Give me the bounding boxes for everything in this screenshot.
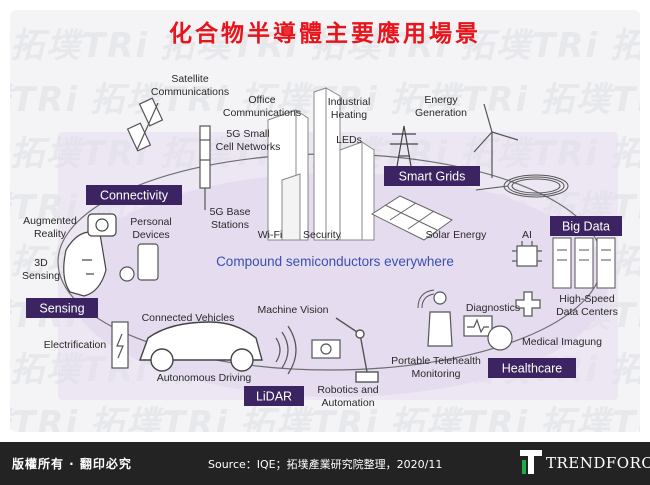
power-tower-icon xyxy=(390,125,418,173)
hpdc-label-2: Data Centers xyxy=(556,306,618,318)
ar-glasses-icon xyxy=(87,213,117,237)
watermark-text: 拓墣TRi xyxy=(540,80,640,120)
smart-grids-label: Smart Grids xyxy=(399,170,466,184)
small-cell-label-1: 5G Small xyxy=(226,128,269,140)
robotics-label-2: Automation xyxy=(321,397,374,409)
doctor-icon xyxy=(427,291,453,347)
radar-icon xyxy=(417,289,435,309)
watermark-text: 拓墣TRi xyxy=(10,404,80,432)
leds-label: LEDs xyxy=(336,134,362,146)
smart-grids-box xyxy=(384,166,480,186)
watermark-text: 拓墣TRi xyxy=(10,26,150,66)
small-cell-label-2: Cell Networks xyxy=(216,141,281,153)
machine-vision-label: Machine Vision xyxy=(257,304,328,316)
base-station-label-1: 5G Base xyxy=(210,206,251,218)
car-icon xyxy=(139,321,263,372)
footer-bar: 版權所有 · 翻印必究 Source：IQE；拓墣產業研究院整理，2020/11… xyxy=(0,442,650,485)
industrial-label-1: Industrial xyxy=(328,96,371,108)
watermark-text: 拓墣TRi xyxy=(460,26,600,66)
trendforce-logo-text: TRENDFORCE xyxy=(546,454,650,472)
watermark-text: 拓墣TRi xyxy=(240,80,380,120)
personal-devices-label-2: Devices xyxy=(132,229,169,241)
robot-arm-icon xyxy=(335,317,379,383)
solar-label: Solar Energy xyxy=(426,229,487,241)
watermark-text: 拓墣TRi xyxy=(90,404,230,432)
watch-icon xyxy=(119,266,135,282)
watermark-text: 拓墣TRi xyxy=(390,80,530,120)
industrial-label-2: Heating xyxy=(331,109,367,121)
watermark-text: 拓墣TRi xyxy=(610,18,640,67)
watermark-text: 拓墣TRi xyxy=(240,404,380,432)
lidar-waves-icon xyxy=(275,325,297,375)
face-icon xyxy=(63,231,107,297)
sensing-3d-label-1: 3D xyxy=(34,257,48,269)
healthcare-label: Healthcare xyxy=(502,362,562,376)
charger-icon xyxy=(111,321,129,369)
lidar-label: LiDAR xyxy=(256,390,292,404)
fiber-coil-icon xyxy=(475,174,569,198)
camera-icon xyxy=(311,339,341,359)
healthcare-box xyxy=(488,358,576,378)
wifi-label: Wi-Fi xyxy=(258,229,283,241)
connected-vehicles-label: Connected Vehicles xyxy=(142,312,235,324)
sensing-3d-label-2: Sensing xyxy=(22,270,60,282)
connectivity-label: Connectivity xyxy=(100,189,169,203)
phone-icon xyxy=(137,243,159,281)
watermark-text: 拓墣TRi xyxy=(540,404,640,432)
personal-devices-label-1: Personal xyxy=(130,216,171,228)
watermark-text: 拓墣TRi xyxy=(160,26,300,66)
ar-label-2: Reality xyxy=(34,228,67,240)
ai-chip-icon xyxy=(512,241,542,267)
telehealth-label-2: Monitoring xyxy=(411,368,460,380)
center-text: Compound semiconductors everywhere xyxy=(216,254,454,269)
cross-icon xyxy=(515,291,541,317)
office-label-1: Office xyxy=(248,94,275,106)
satellite-label-1: Satellite xyxy=(171,73,209,85)
security-label: Security xyxy=(303,229,342,241)
medical-scanner-icon xyxy=(487,325,513,351)
sensing-label: Sensing xyxy=(39,302,84,316)
watermark-text: 拓墣TRi xyxy=(390,404,530,432)
monitor-icon xyxy=(463,315,493,337)
connectivity-box xyxy=(86,185,182,205)
autonomous-driving-label: Autonomous Driving xyxy=(157,372,252,384)
electrification-label: Electrification xyxy=(44,339,107,351)
trendforce-logo-icon xyxy=(520,450,542,474)
office-label-2: Communications xyxy=(223,107,301,119)
page-title: 化合物半導體主要應用場景 xyxy=(169,21,481,47)
watermark-text: 拓墣TRi xyxy=(10,80,80,120)
antenna-icon xyxy=(199,125,211,210)
energy-label-2: Generation xyxy=(415,107,467,119)
diagnostics-label: Diagnostics xyxy=(466,302,520,314)
hpdc-label-1: High-Speed xyxy=(559,293,615,305)
watermark-text: 拓墣TRi xyxy=(310,26,450,66)
medical-imaging-label: Medical Imagung xyxy=(522,336,602,348)
robotics-label-1: Robotics and xyxy=(317,384,378,396)
lidar-box xyxy=(244,386,304,406)
telehealth-label-1: Portable Telehealth xyxy=(391,355,481,367)
application-diagram: Connectivity Smart Grids Big Data Sensin… xyxy=(22,73,622,409)
skyline-icon xyxy=(267,87,375,241)
big-data-label: Big Data xyxy=(562,220,610,234)
wind-turbine-icon xyxy=(473,103,519,178)
ar-label-1: Augmented xyxy=(23,215,77,227)
big-data-box xyxy=(550,216,622,236)
source-text: Source：IQE；拓墣產業研究院整理，2020/11 xyxy=(208,458,443,471)
server-rack-icon xyxy=(552,237,616,289)
sensing-box xyxy=(26,298,98,318)
ai-label: AI xyxy=(522,229,532,241)
satellite-icon xyxy=(126,97,164,152)
energy-label-1: Energy xyxy=(424,94,458,106)
satellite-label-2: Communications xyxy=(151,86,229,98)
copyright-notice: 版權所有 · 翻印必究 xyxy=(12,457,132,471)
solar-panel-icon xyxy=(370,195,453,241)
base-station-label-2: Stations xyxy=(211,219,249,231)
